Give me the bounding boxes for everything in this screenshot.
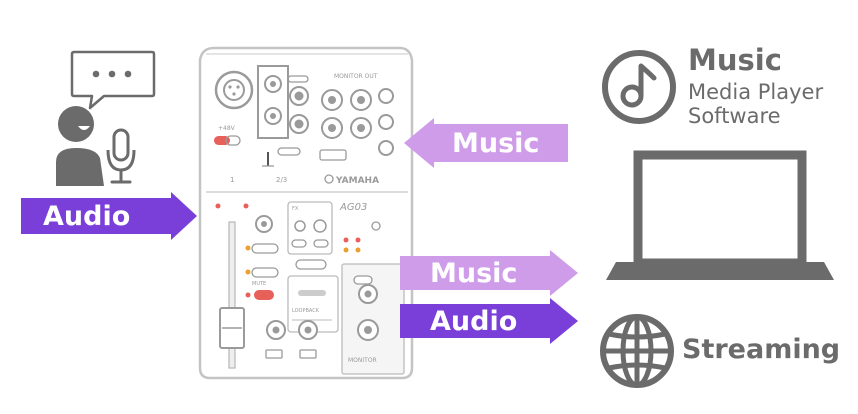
mute-label: MUTE	[252, 281, 266, 287]
audio-input-arrow: Audio	[21, 192, 197, 240]
monitor-out-label: MONITOR OUT	[334, 73, 378, 80]
media-player-line2: Software	[688, 104, 781, 128]
music-output-arrow: Music	[400, 250, 578, 296]
music-input-arrow: Music	[404, 118, 568, 168]
laptop-icon	[606, 150, 834, 280]
model-label: AG03	[339, 202, 367, 213]
audio-output-label: Audio	[430, 305, 518, 337]
channel-1-label: 1	[230, 176, 234, 184]
monitor-label: MONITOR	[348, 357, 377, 364]
audio-input-label: Audio	[43, 200, 131, 232]
globe-icon	[600, 314, 674, 388]
brand-label: YAMAHA	[335, 176, 379, 186]
media-player-line1: Media Player	[688, 80, 824, 104]
audio-output-arrow: Audio	[400, 298, 578, 344]
music-note-icon	[602, 50, 676, 124]
phantom-label: +48V	[218, 125, 236, 132]
channel-23-label: 2/3	[276, 176, 287, 184]
person-speaking-icon	[56, 50, 156, 186]
streaming-label: Streaming	[682, 334, 841, 365]
fx-label: FX	[292, 206, 299, 212]
loopback-label: LOOPBACK	[292, 308, 320, 314]
mixer-device: +48V 1 2/3 MONITOR OUT	[198, 46, 414, 380]
music-output-label: Music	[430, 257, 518, 289]
music-input-label: Music	[452, 127, 540, 159]
media-player-title: Music	[688, 43, 782, 77]
